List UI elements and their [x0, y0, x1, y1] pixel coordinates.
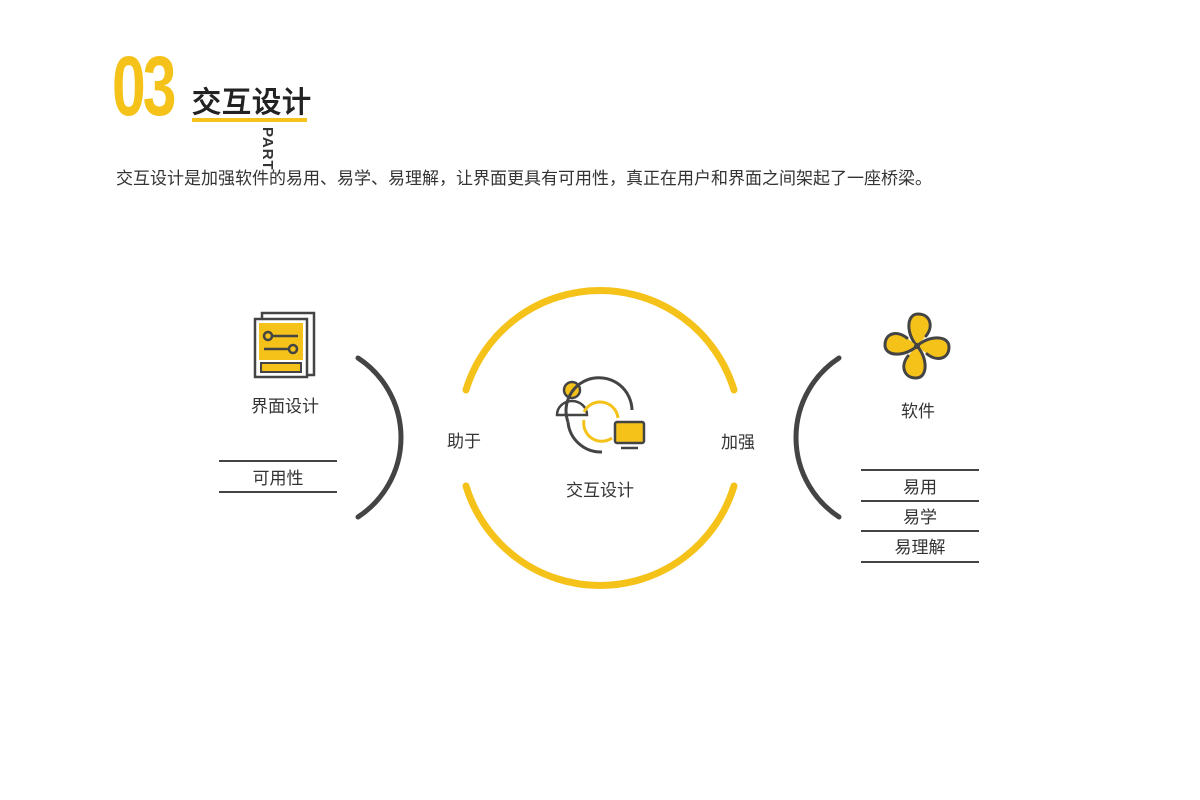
left-list-top-rule [219, 460, 337, 462]
right-list-rule [861, 500, 979, 502]
left-list-item: 可用性 [252, 469, 304, 489]
right-list-item: 易学 [903, 508, 937, 528]
connector-left-label: 助于 [447, 432, 481, 452]
center-ring-top-arc [462, 287, 738, 394]
right-list-rule [861, 530, 979, 532]
right-list-rule [861, 469, 979, 471]
right-bracket-arc [793, 355, 842, 520]
center-ring-bottom-arc [462, 482, 738, 589]
center-node-title: 交互设计 [566, 481, 634, 501]
part-number: 03 [112, 39, 176, 133]
title-underline [192, 118, 307, 122]
right-node-title: 软件 [901, 402, 935, 422]
section-header: 03 PART 交互设计 [112, 44, 332, 171]
right-list-rule [861, 561, 979, 563]
left-node-title: 界面设计 [251, 397, 319, 417]
left-list-bottom-rule [219, 491, 337, 493]
connector-right-label: 加强 [721, 433, 755, 453]
page-title: 交互设计 [192, 85, 313, 119]
right-list-item: 易用 [903, 478, 937, 498]
right-list-item: 易理解 [894, 538, 946, 558]
left-bracket-arc [355, 355, 404, 520]
description-text: 交互设计是加强软件的易用、易学、易理解，让界面更具有可用性，真正在用户和界面之间… [116, 169, 932, 189]
interface-panel-icon [253, 311, 316, 379]
user-computer-interaction-icon [555, 376, 646, 454]
pinwheel-software-icon [883, 312, 951, 380]
